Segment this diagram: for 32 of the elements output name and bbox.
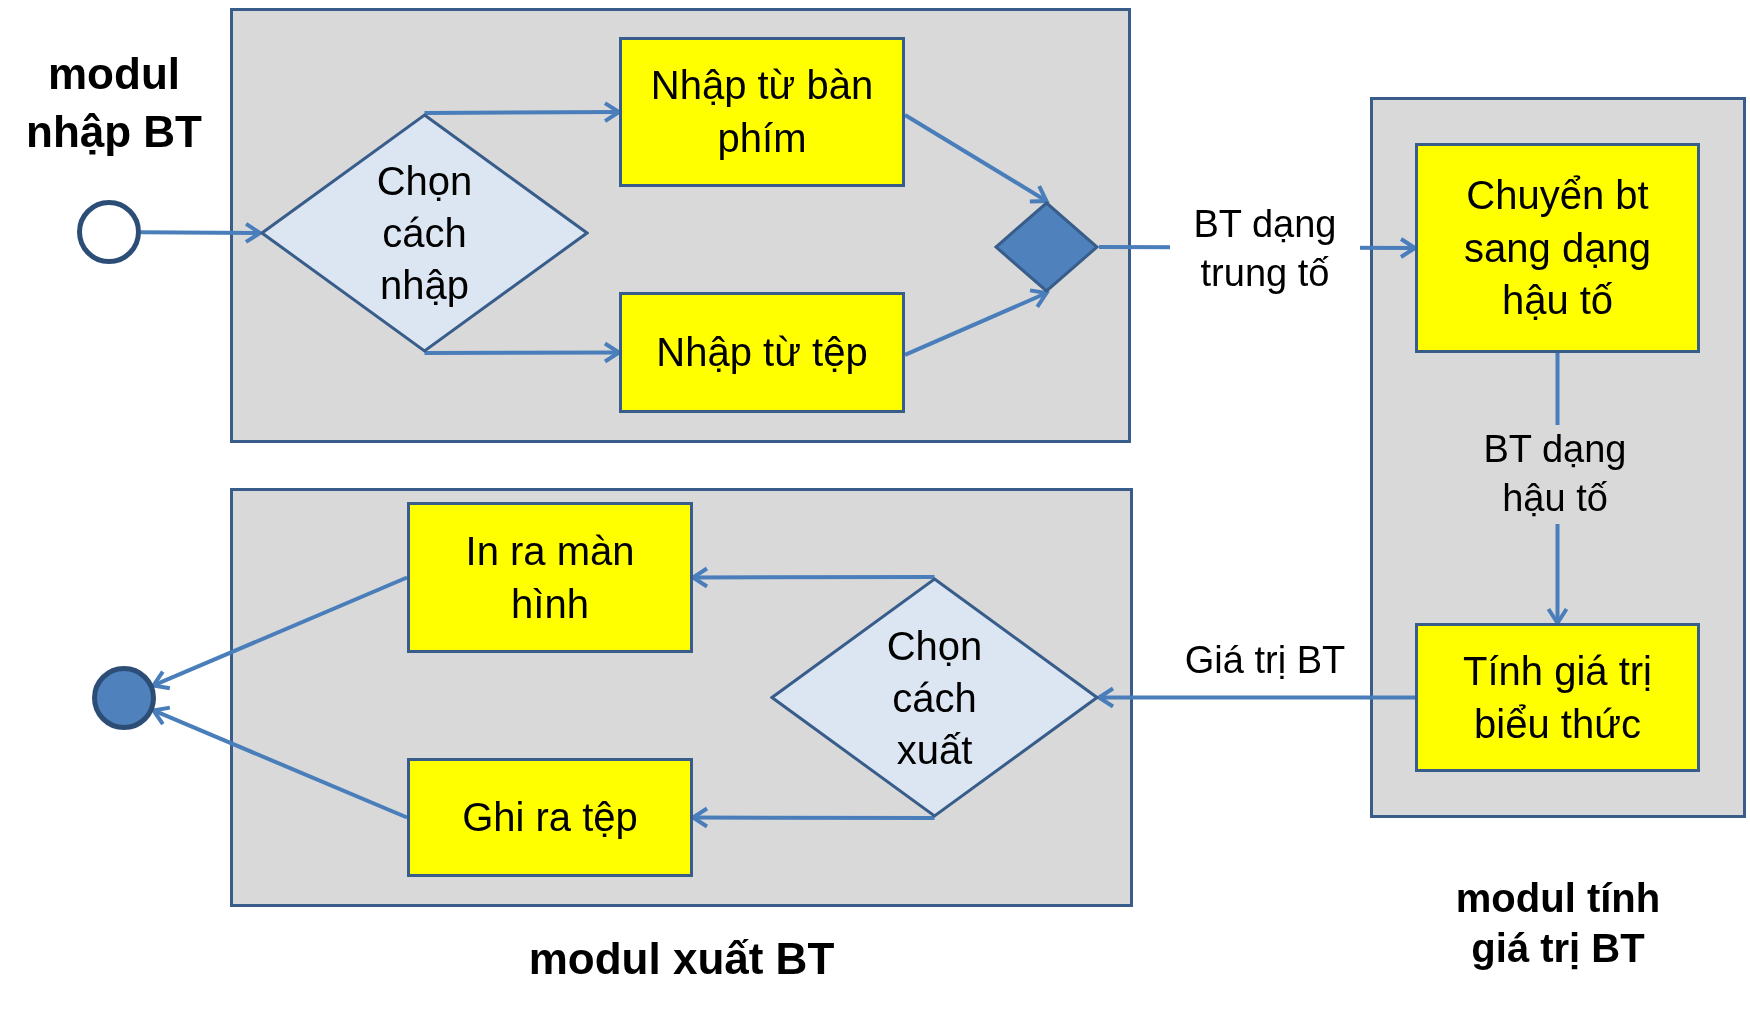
arrow <box>151 575 408 691</box>
node-text: Tính giá trị biểu thức <box>1462 647 1653 748</box>
node-text: Chuyển bt sang dạng hậu tố <box>1463 171 1652 325</box>
arrow <box>691 566 935 589</box>
node-text: Nhập từ tệp <box>656 329 868 377</box>
process-box <box>407 758 693 877</box>
process-box <box>1415 623 1700 772</box>
node-text: Chọn cách nhập <box>375 158 474 309</box>
node-text: modul nhập BT <box>25 48 203 158</box>
arrow <box>424 101 621 124</box>
start-node <box>77 200 141 264</box>
arrow <box>151 705 408 820</box>
arrow <box>691 806 935 829</box>
process-box <box>407 502 693 653</box>
arrow <box>1097 686 1415 709</box>
merge-diamond <box>994 201 1099 293</box>
arrow <box>141 221 262 244</box>
node-text: modul tính giá trị BT <box>1454 875 1662 972</box>
node-text: Ghi ra tệp <box>462 794 638 842</box>
node-text: modul xuất BT <box>528 933 835 986</box>
process-box <box>1415 143 1700 353</box>
decision-diamond <box>770 577 1099 818</box>
node-text: In ra màn hình <box>464 527 636 628</box>
arrow <box>903 113 1049 204</box>
node-text: Nhập từ bàn phím <box>649 62 875 162</box>
decision-diamond <box>260 113 589 353</box>
arrow <box>904 288 1049 357</box>
process-box <box>619 292 905 413</box>
end-node <box>92 666 156 730</box>
node-text: Chọn cách xuất <box>885 622 984 774</box>
process-box <box>619 37 905 187</box>
arrow <box>424 341 621 364</box>
